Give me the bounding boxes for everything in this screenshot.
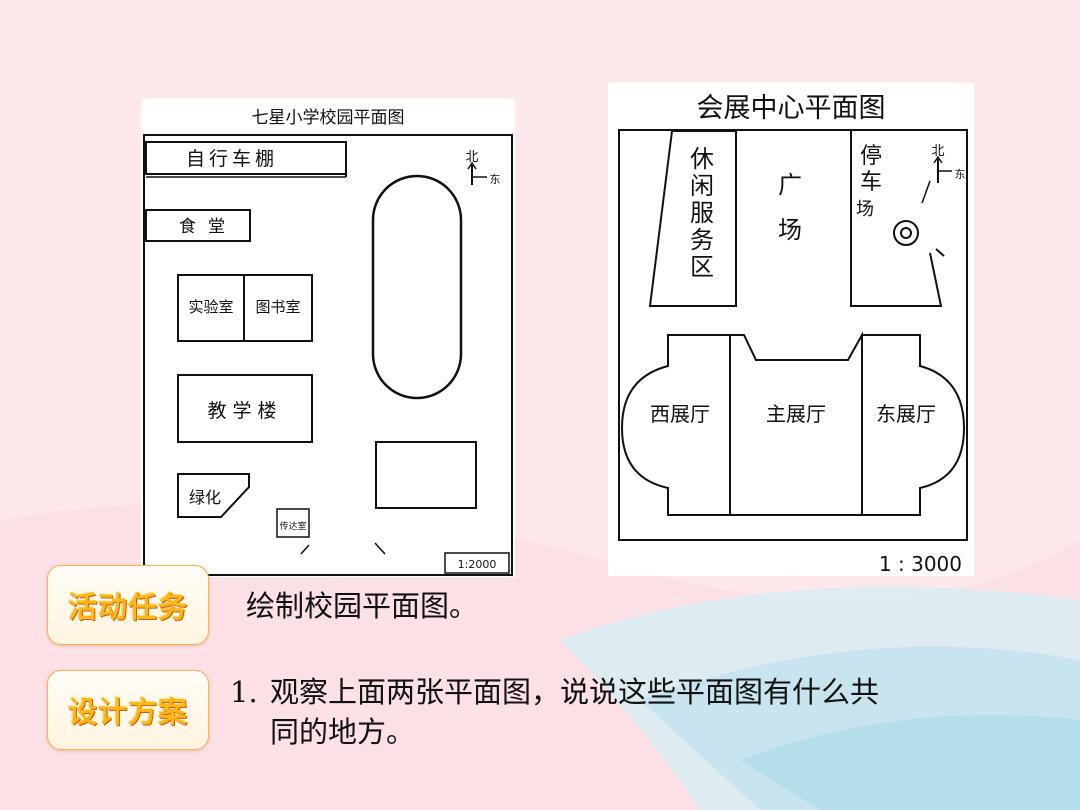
svg-text:东: 东 [955, 168, 966, 181]
guard-room [276, 508, 310, 538]
west-hall [620, 334, 731, 516]
svg-text:北: 北 [931, 144, 944, 159]
teaching-building-label: 教学楼 [207, 400, 282, 422]
green-area [177, 473, 250, 518]
canteen-label: 食堂 [179, 217, 237, 237]
svg-text:服: 服 [690, 199, 714, 227]
expo-scale: 1 : 3000 [879, 552, 962, 576]
activity-badge: 活动任务 [47, 565, 209, 645]
leisure-zone [648, 130, 737, 307]
campus-scale-box [444, 552, 510, 574]
east-hall-label: 东展厅 [876, 402, 936, 426]
west-hall-label: 西展厅 [650, 402, 710, 426]
campus-map: 七星小学校园平面图 自行车棚 北 东 食堂 实验室 图书室 教学楼 绿化 传达室… [141, 99, 515, 577]
main-hall [729, 331, 863, 516]
library [243, 274, 313, 342]
leisure-zone-label: 休 闲 服 务 区 [690, 145, 714, 281]
teaching-building [177, 374, 313, 443]
campus-scale: 1:2000 [458, 558, 497, 571]
running-track [371, 174, 463, 400]
question-line-1: 观察上面两张平面图，说说这些平面图有什么共 [270, 675, 880, 709]
compass-icon: 北 东 [921, 144, 966, 204]
question-number: 1. [230, 675, 258, 709]
compass-icon: 北 东 [465, 150, 500, 186]
parking-lot [850, 131, 943, 307]
question-line-2: 同的地方。 [270, 715, 416, 749]
svg-text:停: 停 [860, 144, 882, 169]
svg-text:北: 北 [465, 150, 478, 165]
svg-text:车: 车 [860, 170, 882, 195]
activity-badge-label: 活动任务 [67, 590, 188, 624]
svg-text:闲: 闲 [690, 172, 714, 200]
bike-shed-label: 自行车棚 [186, 148, 278, 170]
design-question: 1. 观察上面两张平面图，说说这些平面图有什么共 同的地方。 [230, 672, 879, 752]
svg-text:区: 区 [690, 253, 714, 281]
fountain-icon [893, 220, 919, 246]
svg-text:场: 场 [856, 199, 874, 220]
green-area-label: 绿化 [189, 488, 221, 507]
canteen [145, 209, 251, 242]
design-badge-label: 设计方案 [67, 695, 188, 729]
expo-map: 会展中心平面图 休 闲 服 务 区 广 场 停 车 场 北 东 [608, 83, 974, 576]
svg-text:休: 休 [690, 145, 714, 173]
expo-map-title: 会展中心平面图 [697, 93, 886, 124]
design-badge: 设计方案 [47, 670, 209, 750]
svg-text:东: 东 [490, 173, 501, 186]
plaza-label: 广 场 [778, 171, 802, 244]
svg-text:务: 务 [690, 226, 714, 254]
library-label: 图书室 [255, 298, 300, 316]
svg-text:广: 广 [778, 171, 802, 199]
field [375, 441, 477, 509]
main-hall-label: 主展厅 [766, 402, 826, 426]
activity-text: 绘制校园平面图。 [246, 589, 479, 623]
east-hall [861, 334, 966, 516]
svg-text:场: 场 [778, 216, 802, 244]
parking-label: 停 车 场 [856, 144, 882, 220]
lab-label: 实验室 [188, 298, 233, 316]
campus-map-title: 七星小学校园平面图 [252, 108, 405, 128]
guard-room-label: 传达室 [279, 520, 306, 532]
bike-shed [145, 141, 347, 175]
